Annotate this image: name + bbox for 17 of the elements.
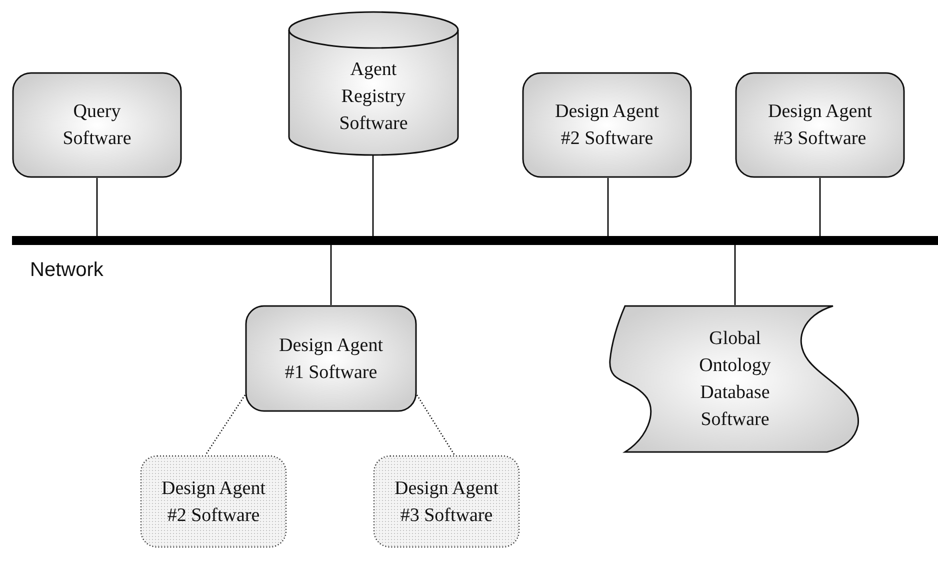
connector-line bbox=[96, 178, 98, 236]
connector-line bbox=[734, 245, 736, 305]
connector-line bbox=[607, 178, 609, 236]
network-label: Network bbox=[30, 259, 104, 282]
node-label: Query Software bbox=[62, 100, 132, 151]
connector-line bbox=[819, 178, 821, 236]
node-label: Design Agent #1 Software bbox=[279, 334, 383, 384]
node-label: Design Agent #2 Software bbox=[162, 476, 266, 528]
dotted-connector bbox=[204, 394, 246, 456]
node-label: Design Agent #3 Software bbox=[768, 100, 872, 151]
node-label: Design Agent #3 Software bbox=[394, 476, 498, 528]
connector-line bbox=[372, 155, 374, 236]
node-label: Agent Registry Software bbox=[338, 58, 409, 136]
node-label: Global Ontology Database Software bbox=[698, 327, 772, 432]
connector-line bbox=[330, 245, 332, 305]
dotted-connector bbox=[416, 394, 456, 456]
node-label: Design Agent #2 Software bbox=[555, 100, 659, 151]
